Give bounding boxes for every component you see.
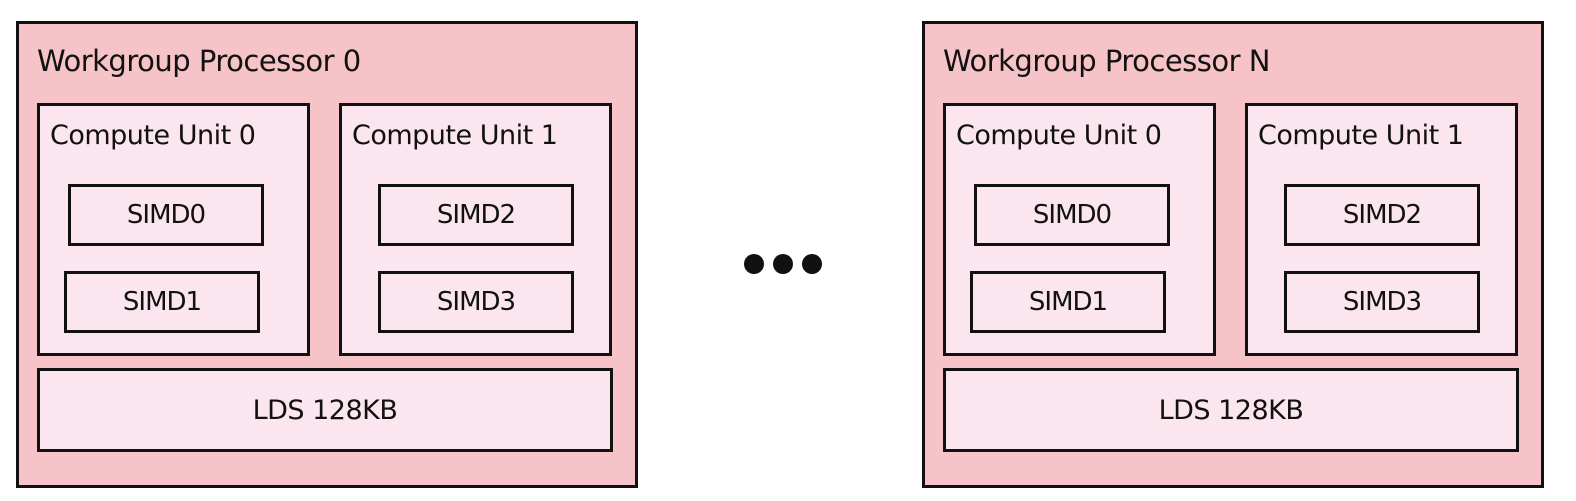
ellipsis-dot (744, 254, 764, 274)
simd-box: SIMD1 (970, 271, 1166, 333)
simd-box: SIMD2 (378, 184, 574, 246)
compute-unit-title: Compute Unit 1 (352, 120, 558, 151)
simd-box: SIMD0 (974, 184, 1170, 246)
compute-unit-1: Compute Unit 1 SIMD2 SIMD3 (339, 103, 612, 356)
ellipsis-icon (744, 254, 822, 274)
workgroup-processor-n: Workgroup Processor N Compute Unit 0 SIM… (922, 21, 1544, 488)
simd-box: SIMD3 (1284, 271, 1480, 333)
compute-unit-1: Compute Unit 1 SIMD2 SIMD3 (1245, 103, 1518, 356)
ellipsis-dot (773, 254, 793, 274)
workgroup-processor-0: Workgroup Processor 0 Compute Unit 0 SIM… (16, 21, 638, 488)
compute-unit-title: Compute Unit 0 (50, 120, 256, 151)
simd-box: SIMD2 (1284, 184, 1480, 246)
lds-box: LDS 128KB (943, 368, 1519, 452)
compute-unit-0: Compute Unit 0 SIMD0 SIMD1 (943, 103, 1216, 356)
ellipsis-dot (802, 254, 822, 274)
simd-box: SIMD1 (64, 271, 260, 333)
lds-box: LDS 128KB (37, 368, 613, 452)
compute-unit-title: Compute Unit 1 (1258, 120, 1464, 151)
workgroup-processor-title: Workgroup Processor N (943, 44, 1270, 78)
workgroup-processor-title: Workgroup Processor 0 (37, 44, 361, 78)
simd-box: SIMD3 (378, 271, 574, 333)
compute-unit-0: Compute Unit 0 SIMD0 SIMD1 (37, 103, 310, 356)
compute-unit-title: Compute Unit 0 (956, 120, 1162, 151)
simd-box: SIMD0 (68, 184, 264, 246)
